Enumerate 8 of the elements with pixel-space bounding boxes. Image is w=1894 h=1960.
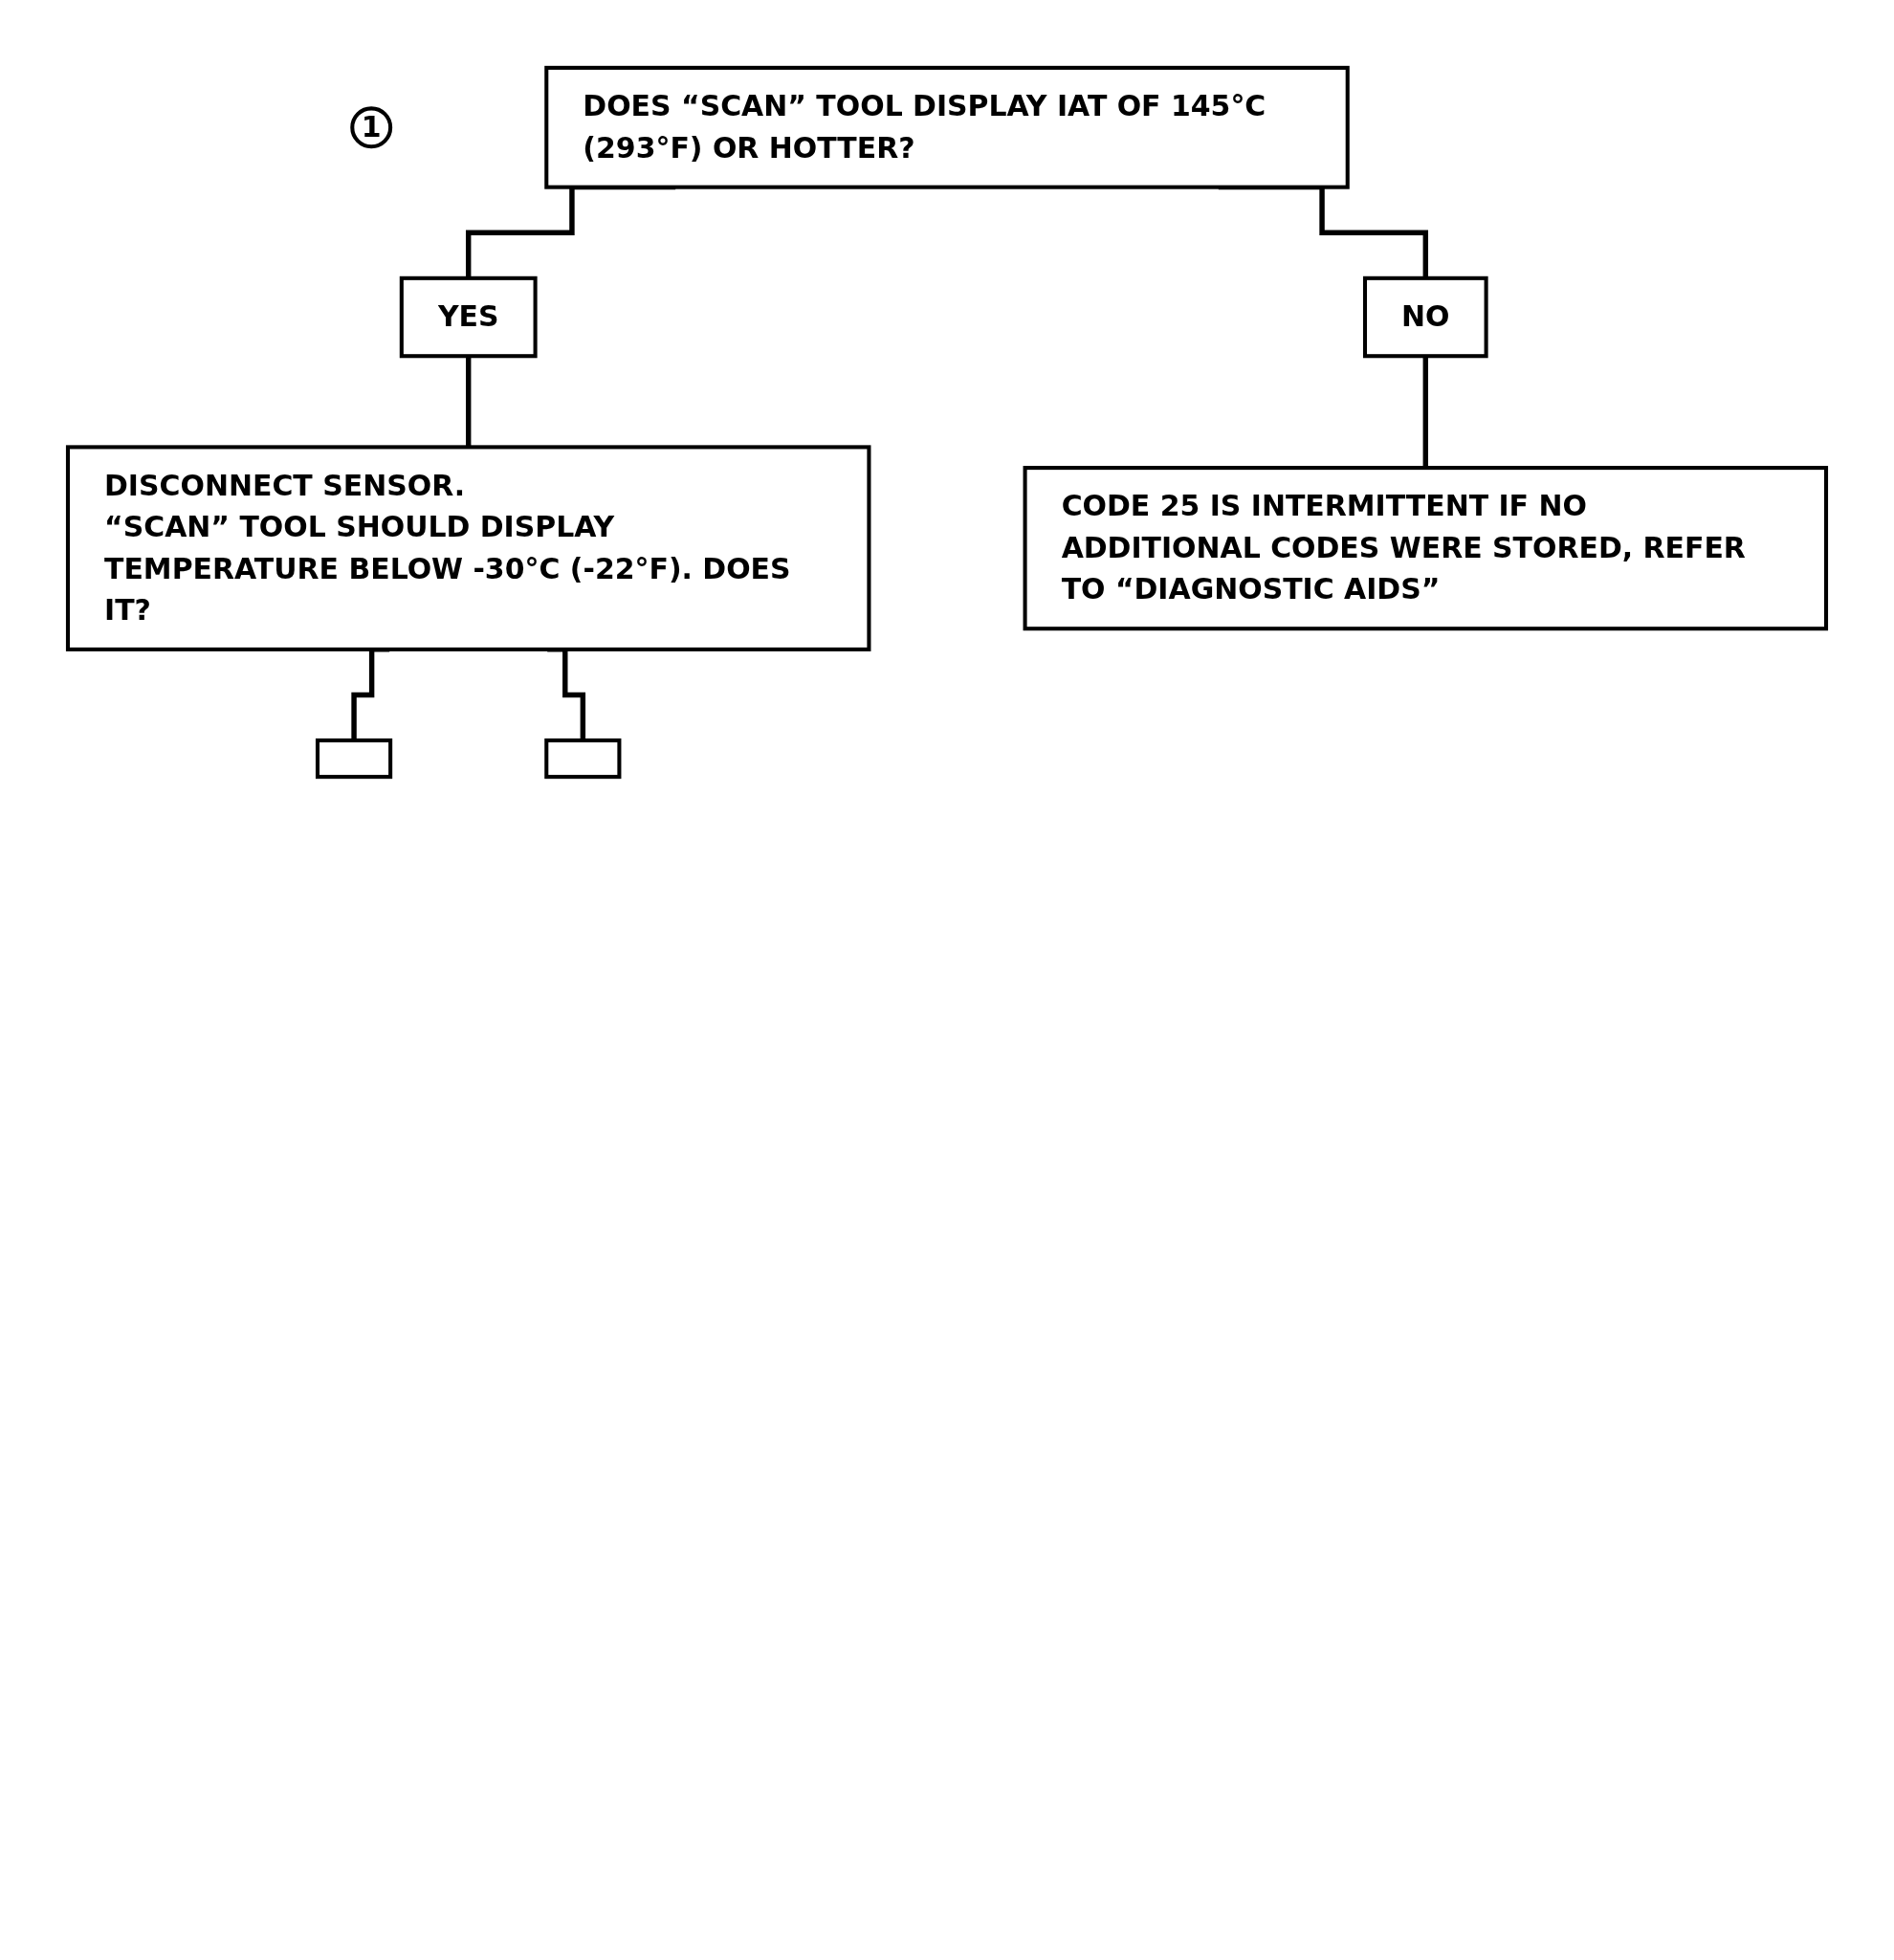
node-box: DOES “SCAN” TOOL DISPLAY IAT OF 145°C (293°F) OR HOTTER?	[544, 65, 1350, 189]
node-box: NO	[1362, 275, 1488, 359]
node-box: YES	[399, 275, 538, 359]
node-box: DISCONNECT SENSOR. “SCAN” TOOL SHOULD DISPLAY TEMPERATURE BELOW -30°C (-22°F). DOES IT?	[65, 445, 871, 651]
node-circle: 1	[350, 106, 393, 149]
node-box	[315, 738, 393, 780]
node-box	[544, 738, 622, 780]
node-box: CODE 25 IS INTERMITTENT IF NO ADDITIONAL CODES WERE STORED, REFER TO “DIAGNOSTIC AIDS”	[1023, 466, 1829, 631]
